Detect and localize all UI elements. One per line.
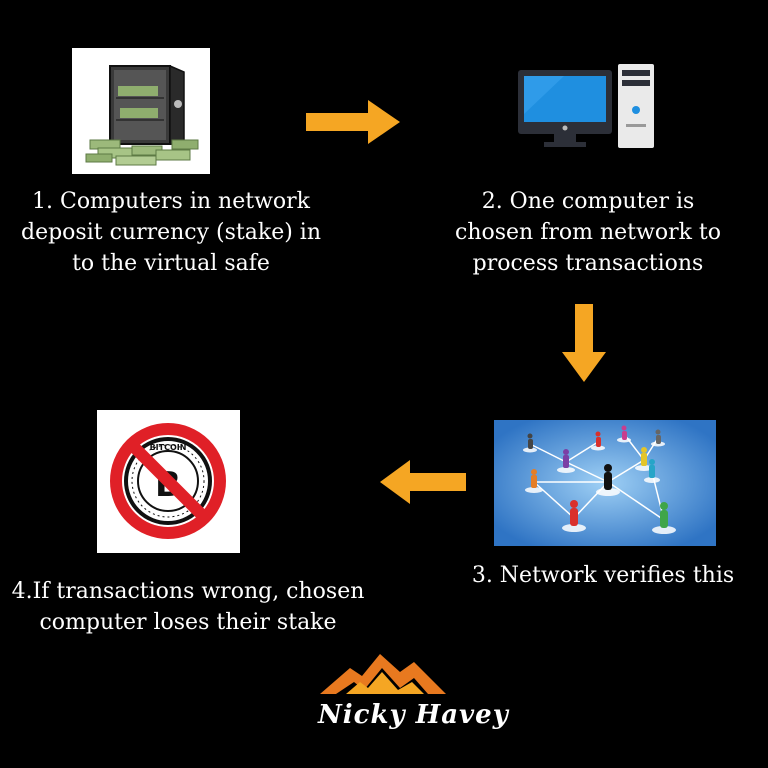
- arrow-right-icon: [306, 100, 400, 144]
- step-3-caption: 3. Network verifies this: [471, 563, 735, 588]
- step-1-caption: 1. Computers in network deposit currency…: [20, 189, 321, 276]
- desktop-computer-icon: [518, 64, 654, 148]
- mountain-logo-icon: [320, 654, 446, 694]
- step-1-image: [72, 48, 210, 174]
- brand-name: Nicky Havey: [318, 700, 509, 730]
- step-2-image: [516, 60, 658, 150]
- safe-with-money-icon: [85, 64, 199, 166]
- people-network-icon: [494, 420, 716, 546]
- step-4-image: BITCOIN B: [97, 410, 240, 553]
- step-4-caption: 4.If transactions wrong, chosen computer…: [11, 579, 365, 635]
- no-bitcoin-icon: BITCOIN B: [110, 423, 226, 539]
- arrow-down-icon: [562, 304, 606, 382]
- step-3-image: [494, 420, 716, 546]
- badge-ring-text: BITCOIN: [150, 443, 187, 452]
- arrow-left-icon: [380, 460, 466, 504]
- step-2-caption: 2. One computer is chosen from network t…: [455, 189, 721, 276]
